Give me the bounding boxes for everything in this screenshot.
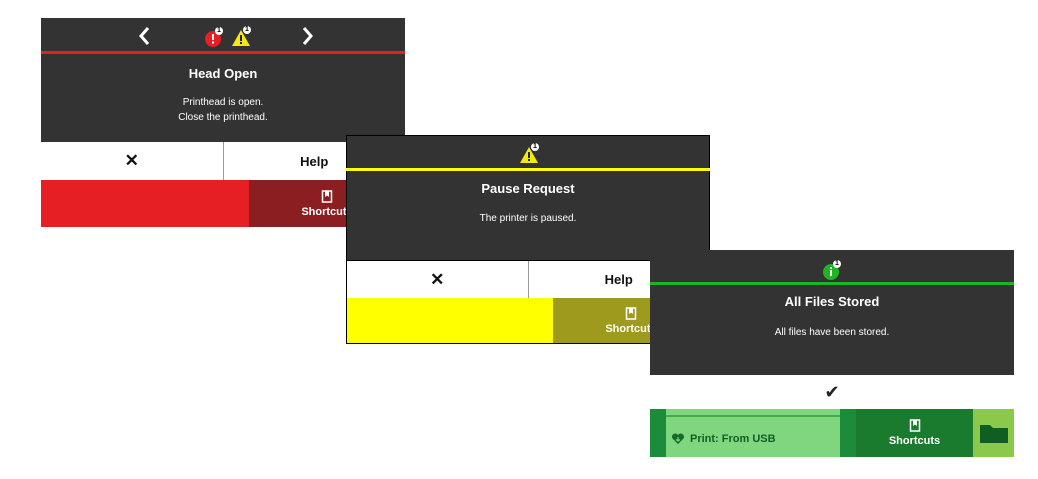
help-button[interactable]: Help	[604, 272, 633, 287]
error-icon: 1	[204, 27, 223, 47]
warning-count-badge: 1	[243, 26, 251, 34]
close-icon: ✕	[124, 151, 139, 170]
alert-message-line1: All files have been stored.	[774, 327, 890, 338]
heart-download-icon	[671, 433, 685, 444]
print-from-usb-label: Print: From USB	[690, 433, 776, 445]
folder-icon	[979, 425, 1008, 443]
button-row: ✕ Help	[346, 261, 710, 298]
confirm-button[interactable]: ✔	[650, 375, 1014, 410]
print-from-usb-tile[interactable]: Print: From USB	[666, 409, 840, 457]
alert-message-line1: Printhead is open.	[182, 97, 264, 108]
alert-title: Pause Request	[481, 181, 575, 196]
shortcuts-label: Shortcuts	[301, 205, 353, 218]
info-count-badge: 1	[833, 260, 841, 268]
accent-block	[347, 298, 553, 343]
error-count-badge: 1	[215, 27, 223, 35]
help-button[interactable]: Help	[300, 153, 329, 169]
shortcuts-label: Shortcuts	[605, 322, 657, 335]
shortcuts-label: Shortcuts	[888, 435, 941, 447]
close-icon: ✕	[430, 269, 445, 289]
info-icon: 1	[822, 260, 841, 280]
close-button[interactable]: ✕	[41, 142, 224, 180]
bookmark-icon	[909, 419, 920, 432]
warning-icon: 1	[519, 143, 539, 164]
bookmark-icon	[625, 306, 637, 320]
folder-tile[interactable]	[973, 409, 1014, 457]
pause-request-panel: 1 Pause Request The printer is paused. ✕…	[346, 135, 710, 344]
alert-message-line1: The printer is paused.	[479, 213, 577, 224]
prev-arrow-icon[interactable]	[135, 24, 155, 48]
bottom-bar: Print: From USB Shortcuts	[650, 409, 1014, 457]
button-row: ✕ Help	[41, 142, 405, 180]
all-files-stored-panel: 1 All Files Stored All files have been s…	[650, 250, 1014, 457]
alert-bar	[41, 51, 405, 54]
alert-message-line2: Close the printhead.	[178, 112, 268, 123]
alert-title: Head Open	[188, 66, 258, 81]
tile-divider	[666, 415, 840, 417]
alert-title: All Files Stored	[784, 294, 880, 309]
head-open-panel: 1 1 Head Open Printhead is open. Close t…	[41, 18, 405, 227]
warning-count-badge: 1	[531, 143, 539, 151]
close-button[interactable]: ✕	[347, 261, 529, 298]
accent-block	[41, 180, 249, 227]
bookmark-icon	[321, 189, 333, 203]
next-arrow-icon[interactable]	[297, 24, 317, 48]
header-area	[41, 18, 405, 142]
alert-bar	[346, 168, 710, 171]
alert-bar	[650, 282, 1014, 285]
shortcuts-button[interactable]: Shortcuts	[856, 409, 973, 457]
warning-icon: 1	[231, 26, 251, 47]
checkmark-icon: ✔	[824, 382, 840, 402]
